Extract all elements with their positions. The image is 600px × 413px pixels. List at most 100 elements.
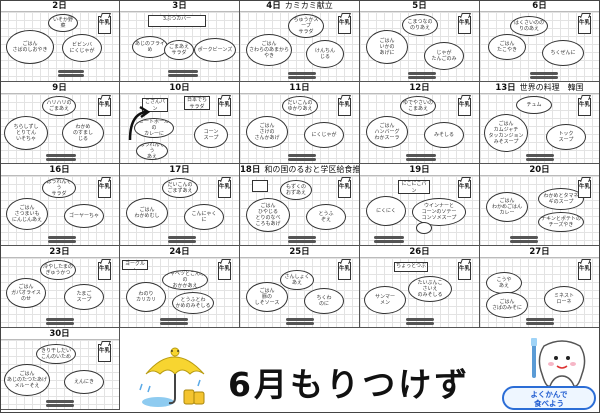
day-number: 19日 — [409, 165, 430, 175]
milk-label: 牛乳 — [339, 102, 351, 108]
day-header: 6日 — [480, 0, 599, 12]
milk-label: 牛乳 — [99, 184, 111, 190]
chopstick-icon — [58, 70, 84, 73]
chopsticks-icon — [168, 236, 196, 243]
day-header: 4日カミカミ献立 — [240, 0, 359, 12]
milk-carton-icon: 牛乳 — [458, 16, 471, 34]
milk-label: 牛乳 — [339, 20, 351, 26]
dish-plate: ごはん わかめむし — [126, 198, 168, 228]
milk-carton-icon: 牛乳 — [458, 262, 471, 280]
day-cell: 16日ほうれんそう サラダごはん さつまいも にんじんあえゴーヤーちゃ牛乳 — [0, 164, 120, 246]
day-number: 23日 — [49, 247, 70, 257]
day-header: 11日 — [240, 82, 359, 94]
day-cell: 27日こうや あえごはん さばのみそにミネスト ローネ牛乳 — [480, 246, 600, 328]
dish-plate: ごはん ひやじる とりのなべ ころもあげ — [246, 198, 290, 232]
dish-tray: こざんパン — [142, 98, 168, 112]
day-header: 26日 — [360, 246, 479, 258]
chopsticks-icon — [406, 318, 434, 325]
day-cell: 9日ハリハリの ごまあえちらしずし とりてん いそちゃわかめ のすまし じる牛乳 — [0, 82, 120, 164]
chopsticks-icon — [510, 236, 538, 243]
day-header: 13日世界の料理 韓国 — [480, 82, 599, 94]
chopsticks-icon — [526, 318, 554, 325]
day-header: 9日 — [0, 82, 119, 94]
chopstick-icon — [58, 74, 84, 77]
milk-carton-icon: 牛乳 — [338, 262, 351, 280]
milk-carton-icon: 牛乳 — [98, 344, 111, 362]
day-number: 25日 — [289, 247, 310, 257]
milk-label: 牛乳 — [459, 184, 471, 190]
dish-plate: えんにき — [64, 370, 104, 394]
chopsticks-icon — [46, 400, 74, 407]
day-cell: 4日カミカミ献立ちゅうかスープ サラダごはん さわらのあまからやきけんちん じる… — [240, 0, 360, 82]
chopstick-icon — [288, 236, 316, 239]
day-number: 17日 — [169, 165, 190, 175]
chopsticks-icon — [374, 236, 404, 243]
chopstick-icon — [286, 318, 314, 321]
chopstick-icon — [510, 236, 538, 239]
chopstick-icon — [288, 240, 316, 243]
milk-carton-icon: 牛乳 — [338, 16, 351, 34]
dish-plate: チュム — [516, 96, 552, 114]
milk-label: 牛乳 — [459, 20, 471, 26]
umbrella-icon — [139, 347, 205, 407]
dish-plate: ゆでやさいの こまあえ — [400, 96, 436, 116]
dish-tray: ヨーグルト — [122, 260, 148, 270]
milk-carton-icon: 牛乳 — [98, 98, 111, 116]
dish-plate: トック スープ — [546, 124, 586, 150]
dish-plate: ちらしずし とりてん いそちゃ — [4, 116, 48, 150]
milk-carton-icon: 牛乳 — [98, 180, 111, 198]
dish-plate: ちくぜんに — [542, 40, 584, 66]
dish-plate: こんにゃく に — [184, 204, 224, 230]
dish-plate: だいこんの ゆかりあえ — [282, 96, 318, 116]
dish-tray: 日本でち サラダ — [184, 96, 210, 110]
day-header: 17日 — [120, 164, 239, 176]
dish-plate: 冷やしたまの ぎゅうかつ — [40, 260, 76, 280]
chopstick-icon — [288, 158, 316, 161]
milk-carton-icon: 牛乳 — [338, 180, 351, 198]
chopstick-icon — [288, 154, 316, 157]
day-cell: 19日にこにこパンにくにくウインナーと コーンのソテー コンソメスープ牛乳 — [360, 164, 480, 246]
chopstick-icon — [526, 322, 554, 325]
chopstick-icon — [48, 240, 76, 243]
dish-plate: とうふとわ かめのみそしる — [172, 292, 214, 314]
day-cell: 11日だいこんの ゆかりあえごはん さけの さんかあげにくじゃが牛乳 — [240, 82, 360, 164]
day-header: 5日 — [360, 0, 479, 12]
chopstick-icon — [168, 236, 196, 239]
chopsticks-icon — [288, 72, 316, 79]
milk-label: 牛乳 — [459, 102, 471, 108]
dish-plate: じゃが たんごのみ — [424, 42, 464, 70]
chopsticks-icon — [530, 72, 558, 79]
milk-carton-icon: 牛乳 — [98, 16, 111, 34]
dish-plate: いそか野菜 — [48, 14, 78, 32]
chopstick-icon — [526, 154, 554, 157]
day-header: 18日和の国のるおと学区給食推進献立 — [240, 164, 359, 176]
day-header: 30日 — [0, 328, 119, 340]
day-header: 25日 — [240, 246, 359, 258]
dish-plate: ごはん さけの さんかあげ — [246, 116, 288, 148]
day-number: 10日 — [169, 83, 190, 93]
milk-label: 牛乳 — [579, 102, 591, 108]
day-number: 24日 — [169, 247, 190, 257]
milk-carton-icon: 牛乳 — [578, 16, 591, 34]
milk-carton-icon: 牛乳 — [218, 262, 231, 280]
day-cell: 5日こまつなの のりあえごはん いかの あげにじゃが たんごのみ牛乳 — [360, 0, 480, 82]
chopstick-icon — [288, 72, 316, 75]
milk-carton-icon: 牛乳 — [578, 262, 591, 280]
day-number: 27日 — [529, 247, 550, 257]
chopstick-icon — [46, 404, 74, 407]
day-header: 19日 — [360, 164, 479, 176]
dish-plate: けんちん じる — [306, 40, 344, 68]
chopstick-icon — [526, 318, 554, 321]
dish-plate: こうや あえ — [486, 272, 522, 294]
chopstick-icon — [168, 74, 198, 77]
day-number: 30日 — [49, 329, 70, 339]
day-header: 24日 — [120, 246, 239, 258]
dish-plate: ゴーヤーちゃ — [64, 204, 104, 228]
day-header: 12日 — [360, 82, 479, 94]
day-cell: 10日こざんパン日本でち サラダミートボールの カレーにコーン スープほうれんそ… — [120, 82, 240, 164]
chopsticks-icon — [160, 318, 188, 325]
chopstick-icon — [48, 236, 76, 239]
dish-plate: ミートボールの カレーに — [134, 118, 174, 138]
dish-plate: たいぶんこ さいえ のみそしる — [408, 276, 452, 302]
